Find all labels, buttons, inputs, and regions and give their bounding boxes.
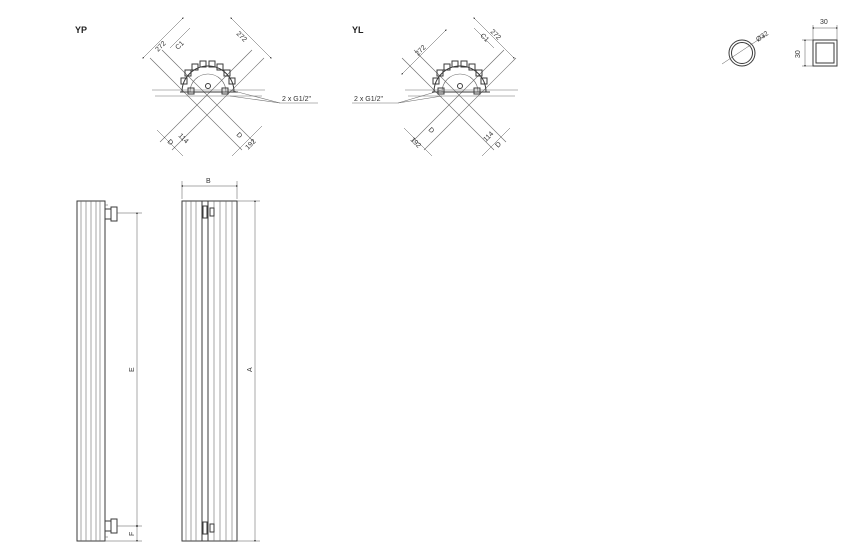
yl-connection-label: 2 x G1/2" [354,96,383,103]
front-view-dim-b: B [206,178,211,185]
yp-fins [180,60,236,85]
round-profile-diameter: Ø32 [755,30,770,43]
yp-dim-c1: C1 [174,40,185,51]
yl-dim-114: 114 [482,130,495,143]
front-view: B A [181,178,260,542]
yl-dim-192: 192 [409,136,422,149]
square-profile-height: 30 [795,50,802,58]
round-profile: Ø32 [721,30,770,67]
yl-top-view: YL 2 x G1/2" 272 [352,17,518,157]
yp-connection-label: 2 x G1/2" [282,96,311,103]
yl-dim-c1: C1 [479,32,490,43]
yp-dim-272-right: 272 [235,30,248,43]
yp-dim-272-left: 272 [154,40,167,53]
yp-dim-192: 192 [244,138,257,151]
yl-label: YL [352,25,364,35]
yp-label: YP [75,25,87,35]
yp-dim-d-left: D [166,138,175,147]
yl-fins [432,60,488,85]
square-profile-width: 30 [820,19,828,26]
square-profile: 30 30 [795,19,838,67]
yl-dim-272-left: 272 [414,44,427,57]
yp-dim-d-right: D [235,131,244,140]
yl-dim-d-right: D [494,141,503,150]
side-view: E F [76,200,142,542]
yp-top-view: YP [75,17,318,157]
side-view-dim-e: E [129,367,136,372]
front-view-dim-a: A [247,367,254,372]
side-view-dim-f: F [129,532,136,536]
yl-dim-d-left: D [427,126,436,135]
yl-dim-272-right: 272 [489,28,502,41]
